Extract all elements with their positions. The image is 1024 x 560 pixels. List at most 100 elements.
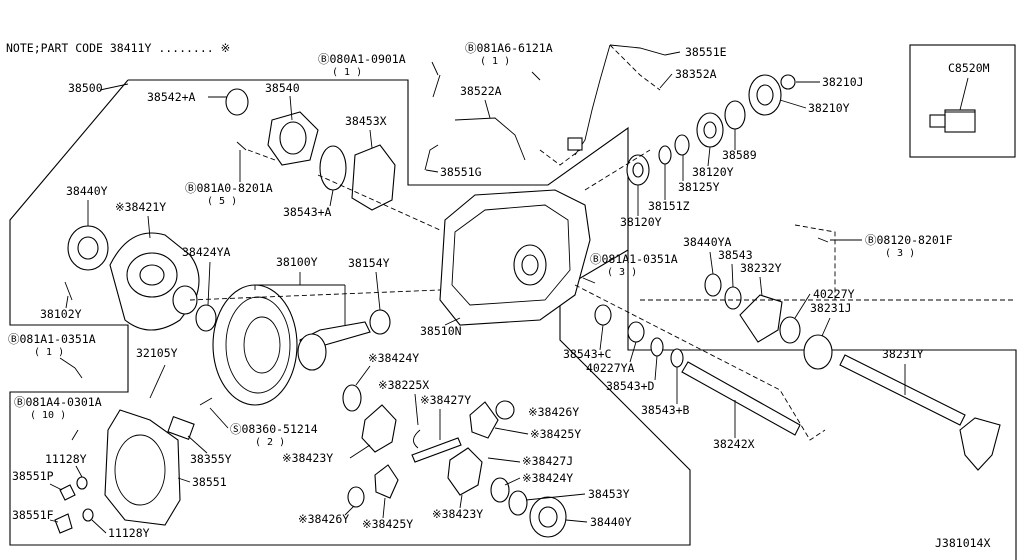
snap-ring-38225x bbox=[413, 429, 421, 449]
leader-08360-51214 bbox=[209, 407, 229, 429]
callout-38355y: 38355Y bbox=[190, 452, 232, 466]
callout-08120-8201f-qty: ( 3 ) bbox=[885, 248, 915, 259]
dash-line-6 bbox=[794, 224, 836, 305]
gear-carrier-38510n bbox=[439, 189, 591, 326]
callout-38423y-b: ※38423Y bbox=[432, 507, 483, 521]
callout-38421y: ※38421Y bbox=[115, 200, 166, 214]
callout-38426y-b: ※38426Y bbox=[298, 512, 349, 526]
retainer-38232y bbox=[739, 294, 783, 343]
callout-38102y: 38102Y bbox=[40, 307, 82, 321]
leader-081a1-0351a-left bbox=[59, 357, 76, 369]
callout-32105y: 32105Y bbox=[136, 346, 178, 360]
pinion-mate-38425y-b bbox=[374, 464, 399, 499]
spacer-38125y bbox=[674, 134, 690, 156]
leader-38225x bbox=[414, 393, 419, 426]
callout-38500: 38500 bbox=[68, 81, 103, 95]
dash-line-2 bbox=[247, 149, 276, 161]
callout-38510n: 38510N bbox=[420, 324, 462, 338]
leader-38440ya bbox=[709, 251, 714, 275]
bearing-38210y bbox=[748, 74, 782, 116]
seal-38440ya bbox=[704, 273, 722, 297]
lock-pin-38427j bbox=[487, 457, 521, 463]
leader-38352a bbox=[659, 73, 673, 89]
oil-seal-retainer-38540 bbox=[267, 111, 319, 166]
callout-38425y-a: ※38425Y bbox=[530, 427, 581, 441]
dash-line-7 bbox=[574, 284, 826, 441]
leader-38424ya bbox=[207, 261, 211, 306]
bolt-081a1-0351a-left bbox=[74, 367, 83, 379]
leader-38421y bbox=[147, 215, 151, 239]
callout-38427y: ※38427Y bbox=[420, 393, 471, 407]
bearing-40227y bbox=[779, 316, 801, 344]
part-code-note: NOTE;PART CODE 38411Y ........ ※ bbox=[6, 41, 230, 55]
leader-38453x bbox=[369, 129, 373, 149]
plug-38551f bbox=[54, 513, 73, 534]
leader-38210y bbox=[779, 99, 807, 109]
callout-08360-51214: Ⓢ08360-51214 bbox=[230, 422, 318, 436]
washer-38424ya bbox=[195, 304, 217, 332]
leader-38120y-a bbox=[707, 146, 711, 167]
bolt-081a0-8201a bbox=[236, 141, 247, 151]
sealant-tube-c8520m bbox=[929, 109, 976, 133]
callout-38425y-b: ※38425Y bbox=[362, 517, 413, 531]
spacer-38154y bbox=[369, 309, 391, 335]
leader-38440y-b bbox=[565, 519, 588, 523]
callout-38120y-a: 38120Y bbox=[692, 165, 734, 179]
callout-38232y: 38232Y bbox=[740, 261, 782, 275]
callout-38453x: 38453X bbox=[345, 114, 387, 128]
leader-38154y bbox=[375, 271, 381, 311]
pinion-mate-38425y-a bbox=[469, 401, 499, 439]
callout-38426y-a: ※38426Y bbox=[528, 405, 579, 419]
c8520m-box bbox=[909, 44, 1016, 158]
callout-38551: 38551 bbox=[192, 475, 227, 489]
leader-38426y-b bbox=[344, 505, 355, 516]
dash-line-1 bbox=[317, 174, 441, 231]
leader-38500 bbox=[99, 83, 129, 91]
gasket-38453x bbox=[351, 144, 396, 211]
callout-38543c: 38543+C bbox=[563, 347, 612, 361]
bolt-38102y bbox=[64, 281, 73, 301]
seal-38543b bbox=[670, 348, 684, 368]
callout-38120y-b: 38120Y bbox=[620, 215, 662, 229]
leader-38425y-a bbox=[494, 427, 529, 435]
callout-38542a: 38542+A bbox=[147, 90, 196, 104]
leader-38543c bbox=[599, 324, 604, 351]
bearing-38440y-right bbox=[529, 496, 567, 538]
bolt-081a1-0351a-right bbox=[582, 277, 596, 284]
seal-40227ya bbox=[627, 321, 645, 343]
dash-line-3 bbox=[189, 289, 441, 301]
callout-38210y: 38210Y bbox=[808, 101, 850, 115]
callout-c8520m: C8520M bbox=[948, 61, 990, 75]
oil-seal-38542a bbox=[225, 88, 249, 116]
callout-081a6-6121a: Ⓑ081A6-6121A bbox=[465, 41, 553, 55]
callout-38427j: ※38427J bbox=[522, 454, 573, 468]
bolt-081a0-0901a bbox=[432, 74, 441, 98]
leader-38540 bbox=[289, 95, 293, 121]
leader-c8520m bbox=[959, 77, 969, 111]
callout-081a1-0351a-right: Ⓑ081A1-0351A bbox=[590, 252, 678, 266]
callout-38424ya: 38424YA bbox=[182, 245, 231, 259]
diagram-code: J381014X bbox=[935, 536, 990, 550]
leader-38543a bbox=[329, 189, 334, 207]
leader-38232y bbox=[759, 276, 763, 297]
leader-38522a bbox=[484, 99, 491, 119]
rear-cover-38551 bbox=[104, 409, 195, 526]
leader-38423y-a bbox=[349, 444, 371, 459]
callout-08120-8201f: Ⓑ08120-8201F bbox=[865, 233, 953, 247]
callout-38522a: 38522A bbox=[460, 84, 502, 98]
leader-38453y bbox=[525, 493, 586, 501]
callout-38589: 38589 bbox=[722, 148, 757, 162]
leader-38425y-b bbox=[382, 497, 386, 519]
callout-38543a: 38543+A bbox=[283, 205, 332, 219]
callout-40227y: 40227Y bbox=[813, 287, 855, 301]
callout-081a1-0351a-left-qty: ( 1 ) bbox=[34, 347, 64, 358]
shim-38453y bbox=[508, 490, 528, 516]
callout-38125y: 38125Y bbox=[678, 180, 720, 194]
callout-081a0-0901a: Ⓑ080A1-0901A bbox=[318, 52, 406, 66]
callout-38231j: 38231J bbox=[810, 301, 852, 315]
leader-38543 bbox=[731, 263, 734, 288]
leader-11128y-a bbox=[75, 465, 83, 478]
side-gear-38423y-b bbox=[447, 447, 483, 496]
side-gear-38423y-a bbox=[361, 404, 397, 453]
